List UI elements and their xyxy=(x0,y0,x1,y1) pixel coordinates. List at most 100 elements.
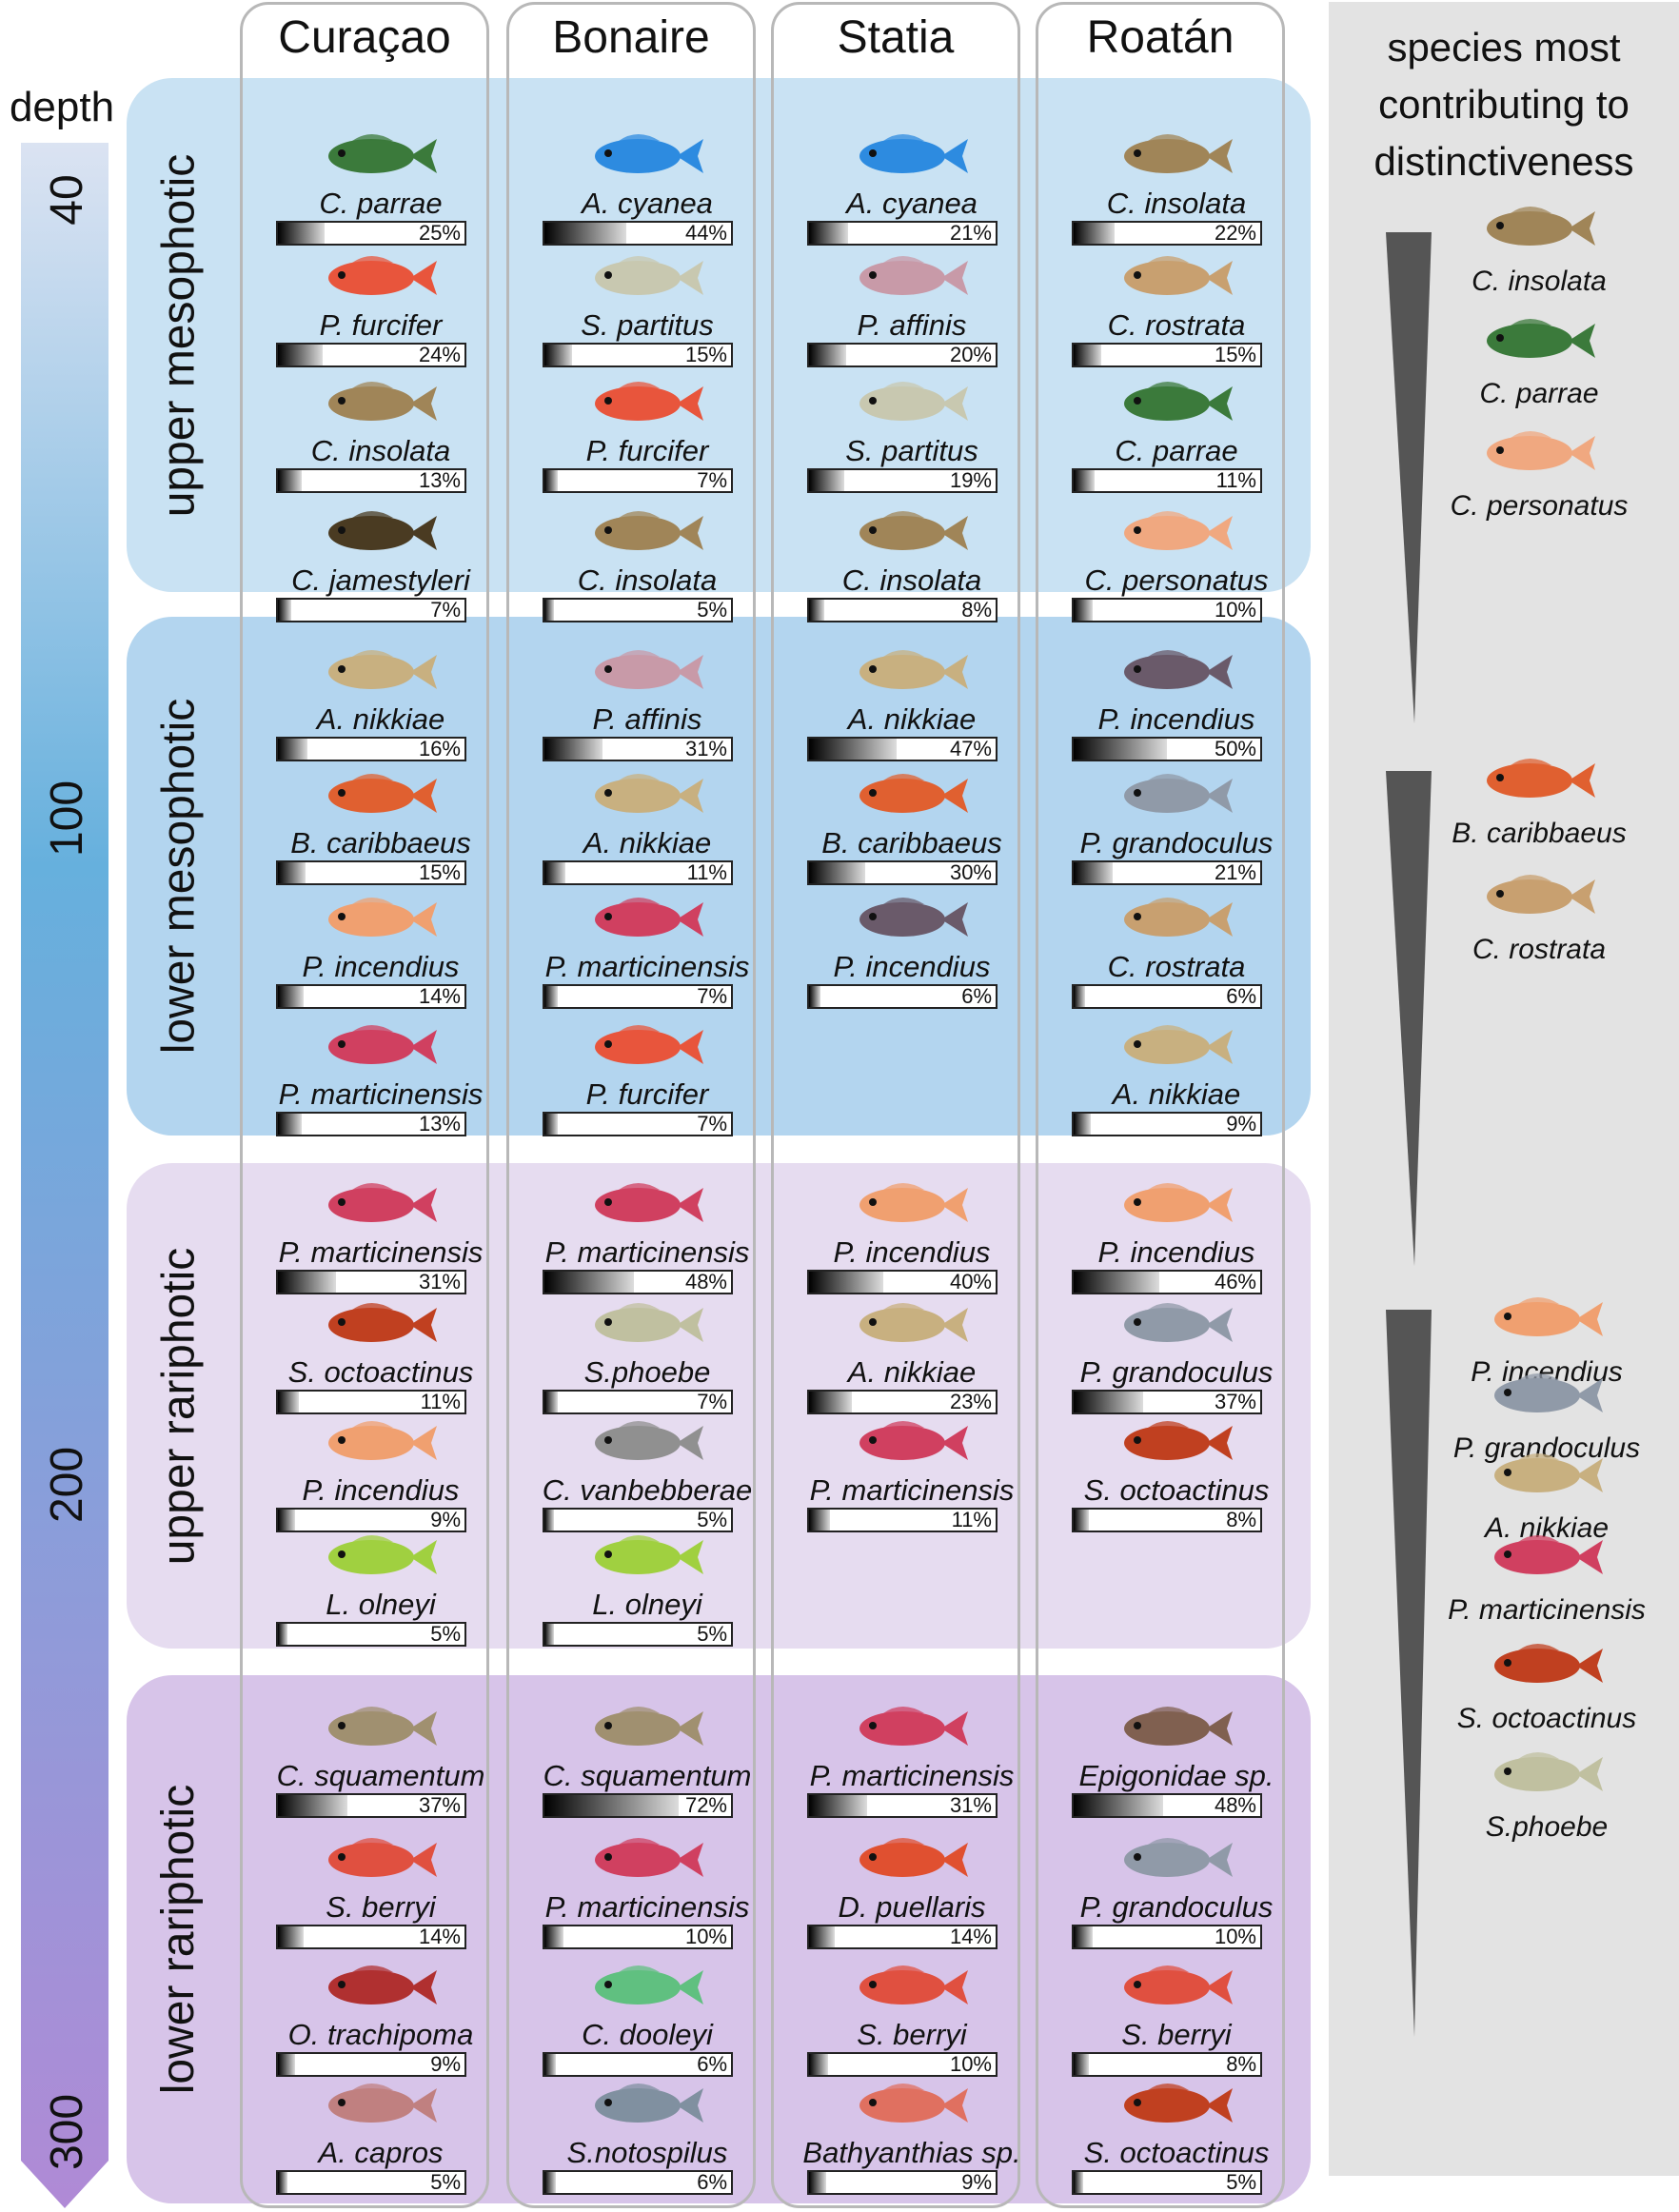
fish-fin xyxy=(1511,875,1551,881)
fish-tail xyxy=(1206,1308,1233,1342)
contribution-percent: 72% xyxy=(684,1793,727,1817)
contribution-bar-fill xyxy=(544,600,554,621)
species-cell: Epigonidae sp.48% xyxy=(1072,1700,1281,1822)
fish-tail xyxy=(410,779,437,813)
contribution-percent: 8% xyxy=(1226,1508,1256,1531)
fish-body xyxy=(1494,1302,1580,1336)
fish-icon xyxy=(1487,759,1595,798)
contribution-bar: 5% xyxy=(1072,2170,1262,2195)
fish-fin xyxy=(1148,774,1189,780)
contribution-percent: 5% xyxy=(1226,2170,1256,2194)
contribution-bar: 6% xyxy=(543,2170,733,2195)
contribution-bar: 31% xyxy=(807,1793,998,1818)
contribution-bar: 7% xyxy=(276,598,466,622)
fish-tail xyxy=(941,516,968,550)
contribution-bar: 46% xyxy=(1072,1270,1262,1294)
fish-icon xyxy=(328,1838,437,1877)
fish-icon xyxy=(328,1421,437,1460)
fish-tail xyxy=(677,386,703,421)
fish-icon xyxy=(1124,2084,1233,2123)
depth-tick-label: 300 xyxy=(41,2093,92,2171)
fish-tail xyxy=(1206,1426,1233,1460)
fish-fin xyxy=(1511,319,1551,326)
fish-body xyxy=(1494,1757,1580,1791)
fish-icon xyxy=(859,511,968,550)
contribution-bar: 5% xyxy=(543,598,733,622)
fish-tail xyxy=(410,2088,437,2123)
fish-body xyxy=(328,1426,414,1460)
fish-tail xyxy=(410,261,437,295)
contribution-bar-fill xyxy=(544,1114,558,1135)
contribution-bar: 8% xyxy=(807,598,998,622)
fish-tail xyxy=(677,2088,703,2123)
fish-tail xyxy=(1206,386,1233,421)
contribution-percent: 15% xyxy=(418,860,461,884)
contribution-bar: 9% xyxy=(276,1508,466,1532)
contribution-percent: 11% xyxy=(951,1508,992,1531)
fish-tail xyxy=(1206,1188,1233,1222)
fish-fin xyxy=(1148,1707,1189,1713)
fish-tail xyxy=(410,1711,437,1746)
fish-eye xyxy=(604,2099,612,2106)
fish-tail xyxy=(941,2088,968,2123)
fish-eye xyxy=(869,526,877,534)
fish-eye xyxy=(869,1981,877,1988)
contribution-bar-fill xyxy=(809,1510,830,1531)
contribution-bar-fill xyxy=(278,223,325,244)
fish-tail xyxy=(1206,139,1233,173)
fish-fin xyxy=(352,511,393,518)
fish-icon xyxy=(595,1183,703,1222)
contribution-percent: 37% xyxy=(418,1793,461,1817)
fish-fin xyxy=(619,382,660,388)
fish-tail xyxy=(410,1030,437,1064)
fish-icon xyxy=(328,256,437,295)
fish-tail xyxy=(677,1426,703,1460)
contribution-bar-fill xyxy=(1074,1795,1164,1816)
fish-icon xyxy=(328,1535,437,1574)
fish-icon xyxy=(595,1707,703,1746)
fish-body xyxy=(595,516,681,550)
fish-tail xyxy=(677,1843,703,1877)
fish-icon xyxy=(1124,1965,1233,2005)
fish-eye xyxy=(604,271,612,279)
species-name: B. caribbaeus xyxy=(821,826,1002,859)
fish-fin xyxy=(352,1421,393,1428)
fish-body xyxy=(328,261,414,295)
fish-fin xyxy=(883,511,924,518)
side-title-line: contributing to xyxy=(1378,82,1630,127)
fish-eye xyxy=(338,665,346,673)
fish-fin xyxy=(352,1303,393,1310)
species-name: A. cyanea xyxy=(582,187,713,220)
fish-icon xyxy=(859,2084,968,2123)
contribution-bar: 5% xyxy=(276,1622,466,1647)
fish-tail xyxy=(941,1426,968,1460)
fish-body xyxy=(328,902,414,937)
contribution-bar: 9% xyxy=(807,2170,998,2195)
fish-body xyxy=(1124,1188,1210,1222)
fish-icon xyxy=(595,774,703,813)
fish-eye xyxy=(338,397,346,405)
contribution-percent: 15% xyxy=(1214,343,1256,366)
fish-eye xyxy=(869,271,877,279)
fish-fin xyxy=(352,1025,393,1032)
site-column xyxy=(506,2,756,2208)
fish-icon xyxy=(328,1707,437,1746)
species-name: C. jamestyleri xyxy=(291,563,470,597)
fish-tail xyxy=(941,655,968,689)
species-name: C. parrae xyxy=(1115,434,1238,467)
contribution-bar-fill xyxy=(809,345,847,365)
fish-icon xyxy=(1124,1183,1233,1222)
fish-body xyxy=(1494,1378,1580,1412)
fish-icon xyxy=(1124,898,1233,937)
fish-eye xyxy=(869,2099,877,2106)
fish-tail xyxy=(1569,879,1595,914)
fish-eye xyxy=(869,397,877,405)
fish-eye xyxy=(604,397,612,405)
